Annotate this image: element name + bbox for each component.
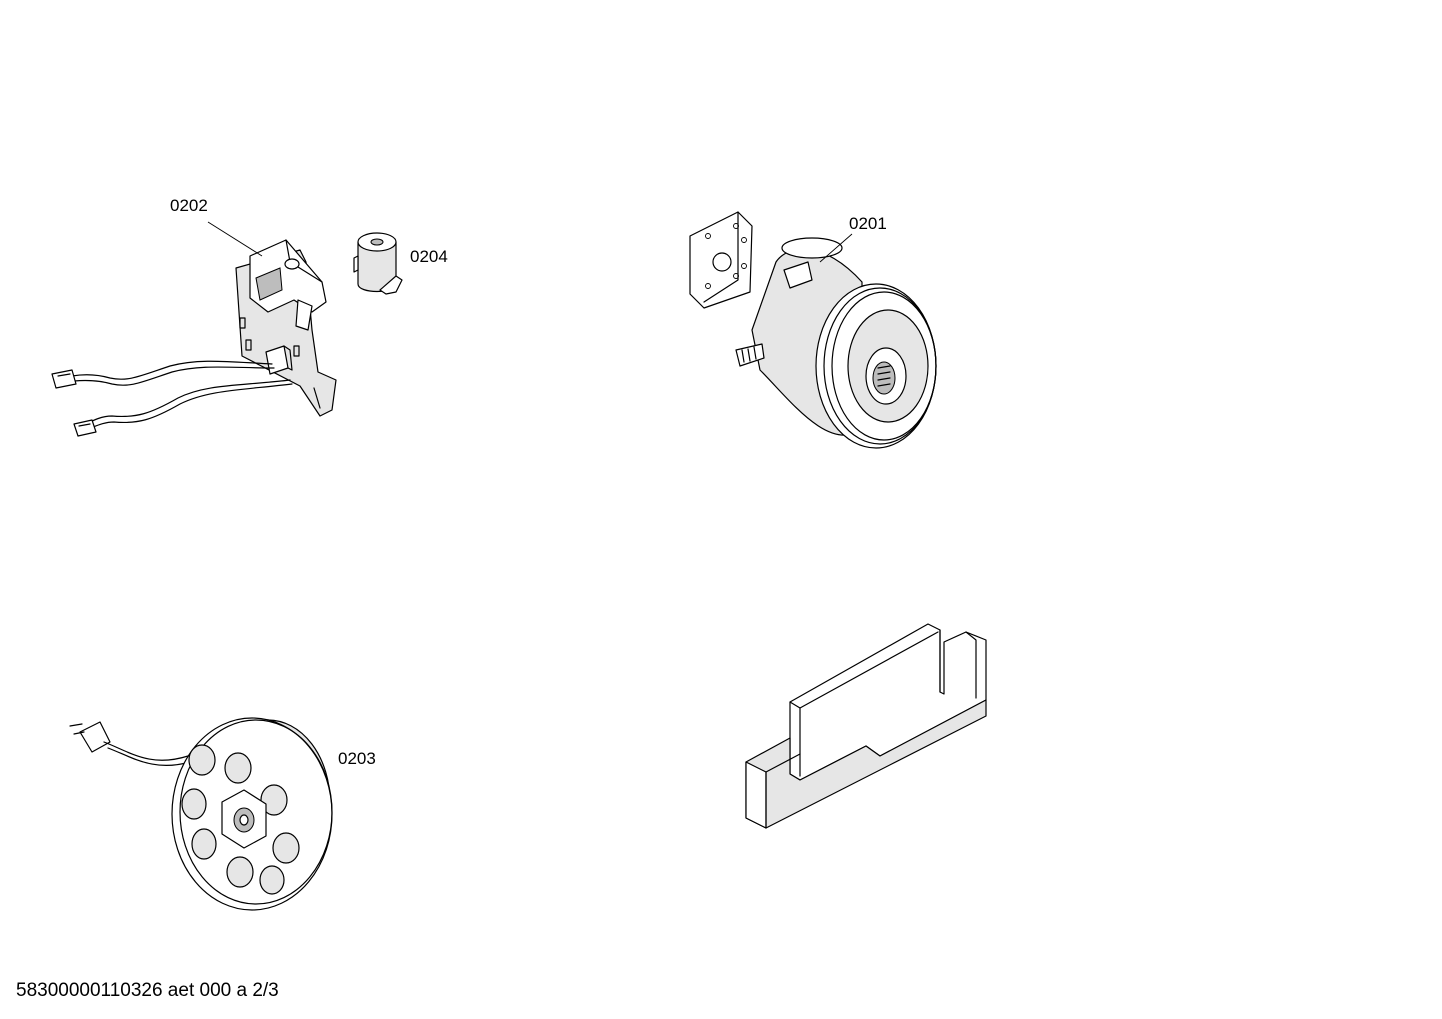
motor-drawing[interactable] (689, 211, 937, 449)
label-leader-0202 (207, 221, 263, 257)
part-label-0203: 0203 (338, 749, 376, 768)
capacitor-drawing[interactable] (353, 232, 403, 295)
part-label-0201: 0201 (849, 214, 887, 233)
part-label-0202: 0202 (170, 196, 208, 215)
switch-assembly-drawing[interactable] (51, 239, 337, 437)
label-leader-0201 (819, 233, 853, 263)
foam-block-drawing[interactable] (745, 623, 987, 829)
part-label-0204: 0204 (410, 247, 448, 266)
document-code: 58300000110326 aet 000 a 2/3 (16, 980, 279, 1001)
cable-reel-drawing[interactable] (69, 717, 333, 911)
